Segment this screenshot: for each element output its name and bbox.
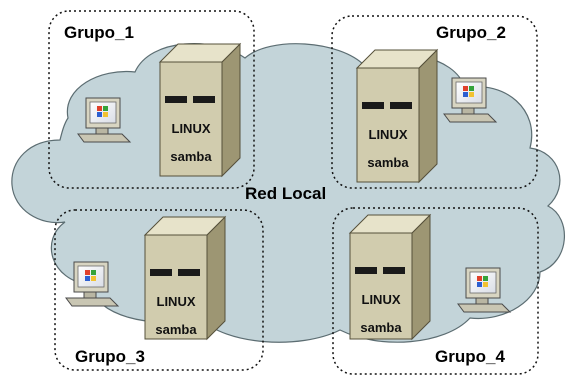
drive-slot-icon (383, 267, 405, 274)
server-side-face (206, 215, 226, 341)
client-pc-icon (77, 97, 132, 143)
group-label-4: Grupo_4 (435, 347, 505, 366)
drive-slot-icon (178, 269, 200, 276)
client-pc-icon (443, 77, 498, 123)
keyboard-icon (77, 133, 132, 143)
server-side-face (221, 42, 241, 178)
group-box-1 (48, 10, 255, 189)
group-label-3: Grupo_3 (75, 347, 145, 366)
windows-logo-icon (477, 282, 482, 287)
network-label: Red Local (245, 184, 326, 203)
windows-logo-icon (469, 86, 474, 91)
drive-slot-icon (362, 102, 384, 109)
server-service-label: samba (360, 320, 402, 335)
keyboard-icon (65, 297, 120, 307)
server-2: LINUX samba (355, 48, 439, 184)
server-front-face (144, 234, 208, 340)
server-os-label: LINUX (369, 127, 408, 142)
keyboard-icon (443, 113, 498, 123)
group-label-1: Grupo_1 (64, 23, 134, 42)
client-pc-icon (65, 261, 120, 307)
server-side-face (418, 48, 438, 184)
server-4: LINUX samba (348, 213, 432, 341)
windows-logo-icon (91, 270, 96, 275)
server-service-label: samba (367, 155, 409, 170)
server-front-face (159, 61, 223, 177)
windows-logo-icon (483, 276, 488, 281)
server-1: LINUX samba (158, 42, 242, 178)
drive-slot-icon (165, 96, 187, 103)
windows-logo-icon (483, 282, 488, 287)
windows-logo-icon (97, 106, 102, 111)
windows-logo-icon (469, 92, 474, 97)
drive-slot-icon (193, 96, 215, 103)
windows-logo-icon (463, 92, 468, 97)
server-service-label: samba (155, 322, 197, 337)
monitor-stand (83, 291, 97, 299)
drive-slot-icon (355, 267, 377, 274)
group-box-4 (332, 207, 539, 375)
windows-logo-icon (103, 112, 108, 117)
windows-logo-icon (477, 276, 482, 281)
group-label-2: Grupo_2 (436, 23, 506, 42)
monitor-stand (475, 297, 489, 305)
client-pc-icon (457, 267, 512, 313)
windows-logo-icon (103, 106, 108, 111)
windows-logo-icon (97, 112, 102, 117)
server-front-face (356, 67, 420, 183)
server-service-label: samba (170, 149, 212, 164)
server-os-label: LINUX (157, 294, 196, 309)
monitor-stand (95, 127, 109, 135)
windows-logo-icon (85, 276, 90, 281)
clients-layer (65, 77, 512, 313)
server-os-label: LINUX (362, 292, 401, 307)
server-side-face (411, 213, 431, 341)
windows-logo-icon (463, 86, 468, 91)
windows-logo-icon (91, 276, 96, 281)
group-box-2 (331, 15, 538, 189)
drive-slot-icon (390, 102, 412, 109)
server-3: LINUX samba (143, 215, 227, 341)
drive-slot-icon (150, 269, 172, 276)
server-os-label: LINUX (172, 121, 211, 136)
keyboard-icon (457, 303, 512, 313)
monitor-stand (461, 107, 475, 115)
windows-logo-icon (85, 270, 90, 275)
server-front-face (349, 232, 413, 340)
